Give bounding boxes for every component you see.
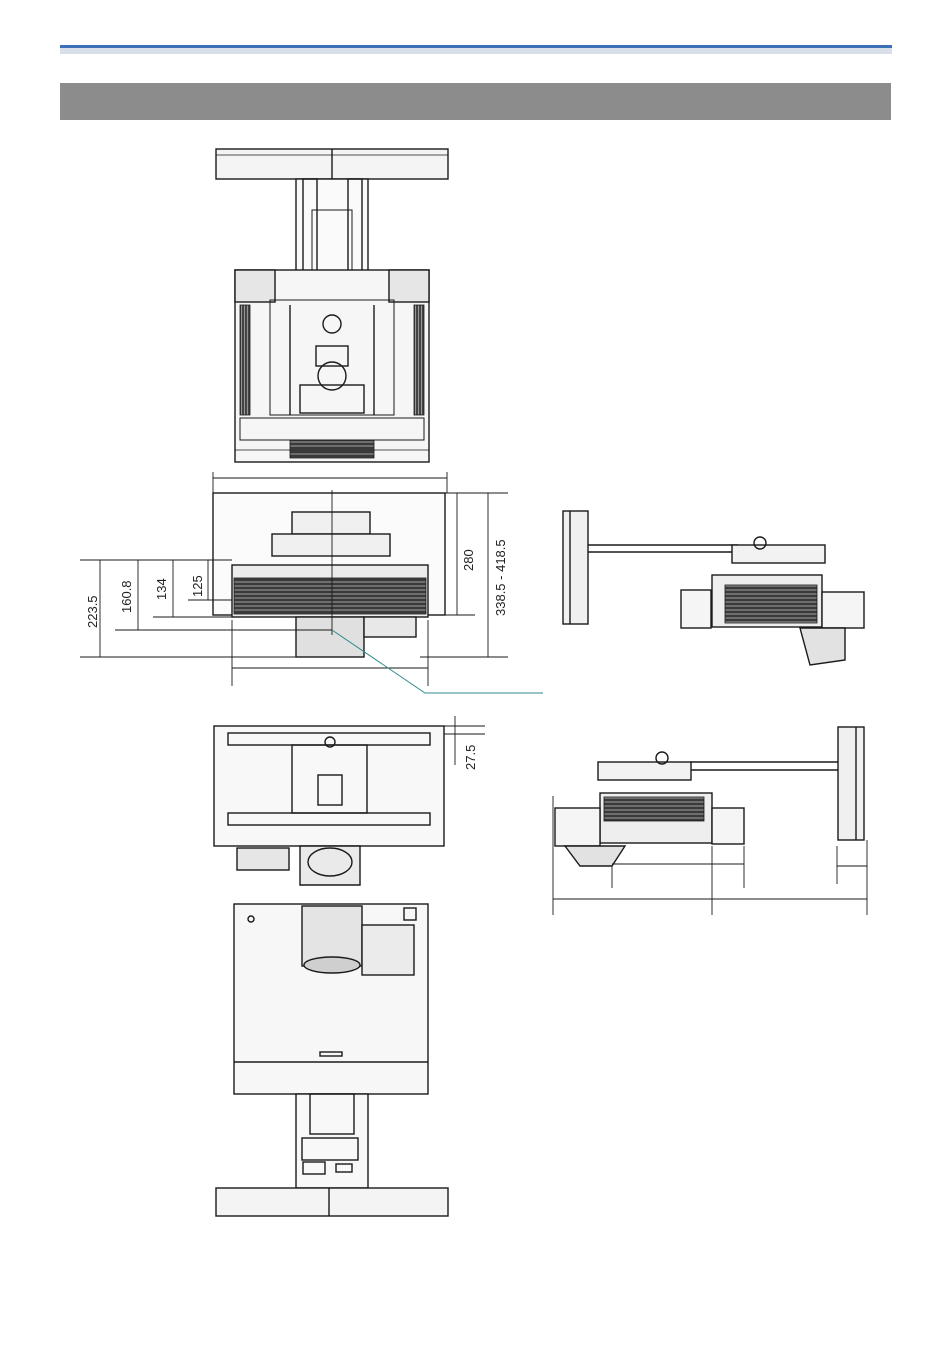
bottom-view — [216, 904, 448, 1216]
dim-280: 280 — [461, 549, 476, 571]
side-view-left — [563, 511, 864, 665]
dim-134: 134 — [154, 578, 169, 600]
dim-160-8: 160.8 — [119, 580, 134, 613]
dim-223-5: 223.5 — [85, 595, 100, 628]
dim-27-5: 27.5 — [463, 745, 478, 770]
rear-plate-view — [214, 726, 444, 885]
front-view — [213, 490, 445, 657]
dim-338-418: 338.5 - 418.5 — [493, 539, 508, 616]
side-view-right — [555, 727, 864, 866]
dim-125: 125 — [190, 575, 205, 597]
top-view — [216, 149, 448, 462]
